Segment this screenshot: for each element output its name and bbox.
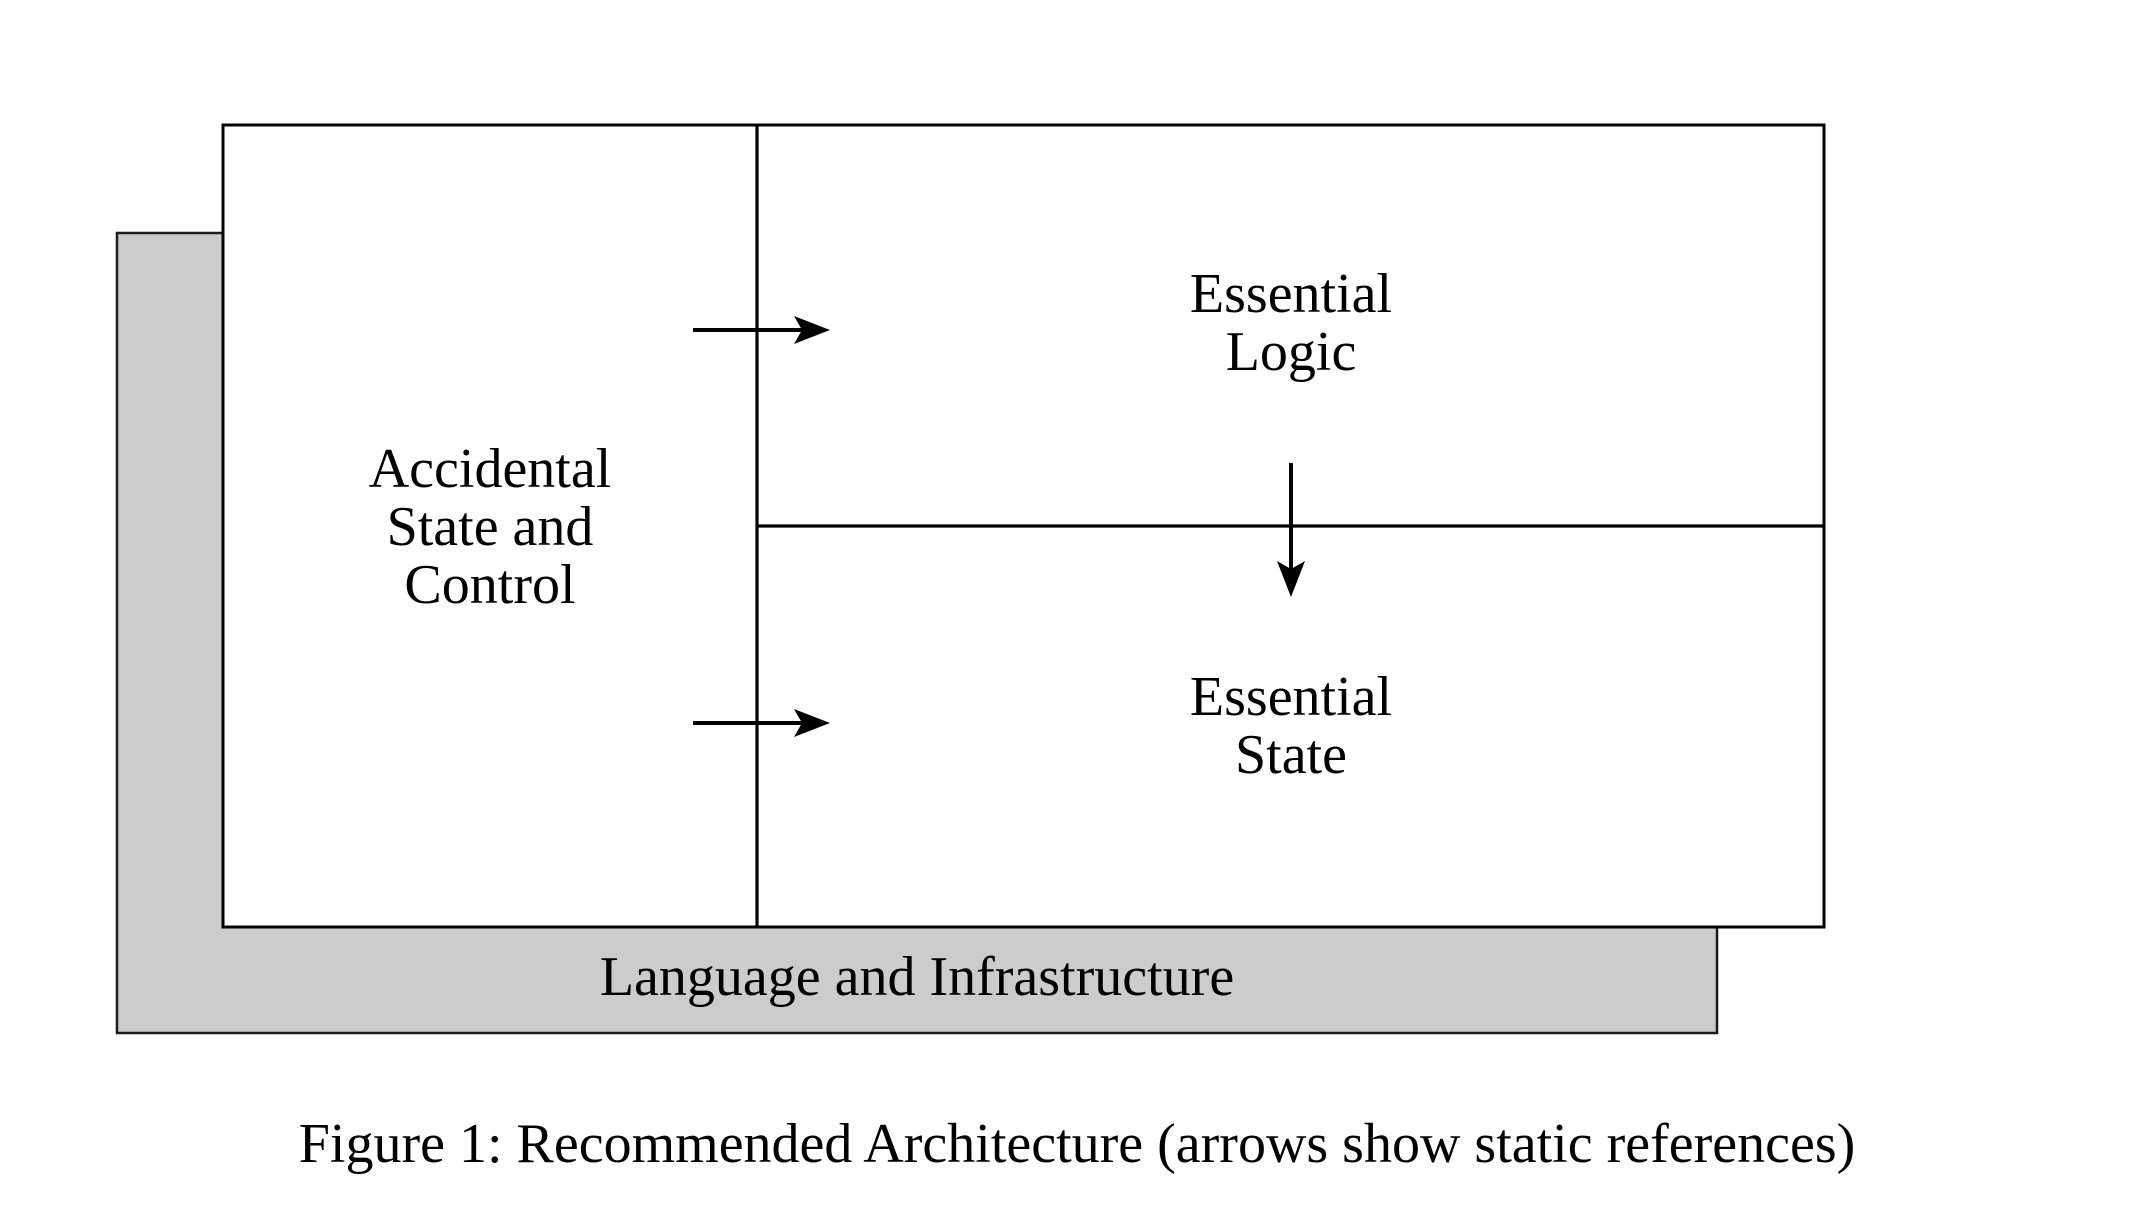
essential-state-label: Essential State xyxy=(1190,668,1392,784)
essential-logic-label: Essential Logic xyxy=(1190,265,1392,381)
arrowhead-right-icon xyxy=(794,709,830,737)
figure-caption: Figure 1: Recommended Architecture (arro… xyxy=(298,1113,1856,1175)
label-line: Essential xyxy=(1189,666,1393,728)
label-line: Control xyxy=(404,554,576,616)
label-line: State xyxy=(1235,724,1347,786)
arrowhead-right-icon xyxy=(794,316,830,344)
language-and-infrastructure-label: Language and Infrastructure xyxy=(599,946,1235,1008)
arrow-accidental-to-essential-state xyxy=(693,709,830,737)
label-line: Accidental xyxy=(368,438,612,500)
arrow-accidental-to-essential-logic xyxy=(693,316,830,344)
label-line: Essential xyxy=(1189,263,1393,325)
arrowhead-down-icon xyxy=(1277,561,1305,597)
label-line: State and xyxy=(386,496,594,558)
accidental-state-and-control-label: Accidental State and Control xyxy=(369,440,612,614)
arrow-essential-logic-to-essential-state xyxy=(1277,463,1305,597)
label-line: Logic xyxy=(1225,321,1357,383)
